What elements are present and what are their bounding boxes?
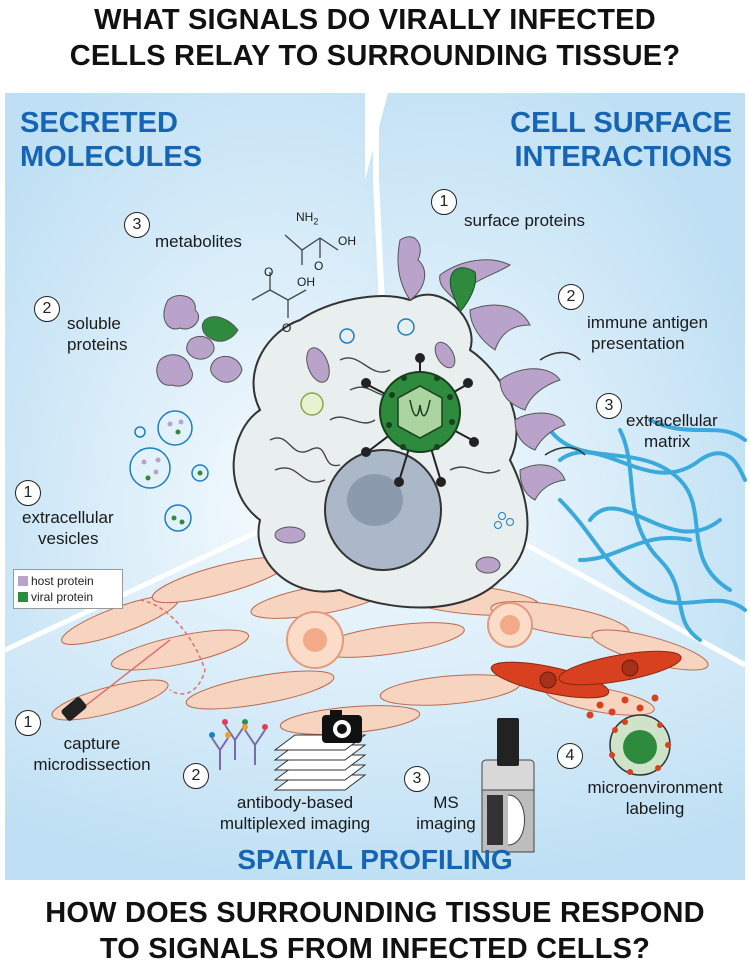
surface-proteins-number: 1 bbox=[431, 189, 457, 215]
soluble-proteins-line-1: soluble bbox=[67, 314, 121, 333]
surface-title-line-1: CELL SURFACE bbox=[510, 107, 732, 139]
vesicles-line-2: vesicles bbox=[38, 529, 99, 548]
footer-line-1: HOW DOES SURROUNDING TISSUE RESPOND bbox=[45, 897, 705, 929]
extracellular-vesicles bbox=[129, 410, 209, 532]
extracellular-matrix bbox=[548, 418, 747, 642]
microenvironment-number: 4 bbox=[557, 743, 583, 769]
ecm-line-2: matrix bbox=[644, 432, 691, 451]
surface-proteins-label: surface proteins bbox=[464, 211, 585, 230]
surface-title-line-2: INTERACTIONS bbox=[514, 141, 733, 173]
legend-viral: viral protein bbox=[18, 589, 118, 605]
antigen-label: immune antigen presentation bbox=[587, 312, 708, 354]
virus-icon bbox=[361, 353, 479, 487]
antigen-line-2: presentation bbox=[591, 334, 685, 353]
camera-icon bbox=[322, 710, 362, 743]
antibody-icon bbox=[209, 719, 268, 770]
ms-imaging-number: 3 bbox=[404, 766, 430, 792]
secreted-title-line-1: SECRETED bbox=[20, 107, 178, 139]
chem-nh2-label: NH2 bbox=[296, 210, 319, 227]
legend-host-label: host protein bbox=[31, 574, 94, 588]
microenvironment-line-2: labeling bbox=[625, 799, 685, 818]
antigen-strand-2 bbox=[544, 446, 586, 456]
antigen-number: 2 bbox=[558, 284, 584, 310]
activated-cells bbox=[490, 650, 682, 719]
header-line-1: WHAT SIGNALS DO VIRALLY INFECTED bbox=[94, 4, 656, 36]
secreted-title: SECRETED MOLECULES bbox=[20, 106, 202, 174]
soluble-proteins-line-2: proteins bbox=[67, 335, 128, 354]
antigen-strand bbox=[539, 351, 581, 361]
vesicles-label: extracellular vesicles bbox=[22, 507, 114, 549]
legend-host: host protein bbox=[18, 573, 118, 589]
ms-imaging-line-2: imaging bbox=[416, 814, 476, 833]
laser-icon bbox=[61, 639, 171, 721]
soluble-proteins-label: soluble proteins bbox=[67, 313, 127, 355]
legend: host protein viral protein bbox=[13, 569, 123, 609]
multiplexed-label: antibody-based multiplexed imaging bbox=[196, 792, 394, 834]
ecm-line-1: extracellular bbox=[626, 411, 718, 430]
ms-instrument-icon bbox=[481, 718, 535, 853]
microdissection-line-2: microdissection bbox=[33, 755, 151, 774]
antigen-line-1: immune antigen bbox=[587, 313, 708, 332]
slide-stack-icon bbox=[273, 734, 367, 791]
ecm-number: 3 bbox=[596, 393, 622, 419]
infected-cell bbox=[232, 293, 529, 609]
secreted-title-line-2: MOLECULES bbox=[20, 141, 203, 173]
footer-question: HOW DOES SURROUNDING TISSUE RESPOND TO S… bbox=[0, 895, 750, 967]
ecm-label: extracellular matrix bbox=[626, 410, 718, 452]
microdissection-line-1: capture bbox=[63, 734, 121, 753]
chem-oh-label-2: OH bbox=[297, 275, 315, 289]
header-line-2: CELLS RELAY TO SURROUNDING TISSUE? bbox=[69, 40, 681, 72]
microdissection-label: capture microdissection bbox=[22, 733, 162, 775]
vesicles-number: 1 bbox=[15, 480, 41, 506]
metabolite-structures bbox=[251, 234, 339, 318]
footer-line-2: TO SIGNALS FROM INFECTED CELLS? bbox=[99, 933, 651, 965]
ms-imaging-label: MS imaging bbox=[411, 792, 481, 834]
legend-viral-label: viral protein bbox=[31, 590, 94, 604]
metabolites-number: 3 bbox=[124, 212, 150, 238]
multiplexed-line-2: multiplexed imaging bbox=[219, 814, 371, 833]
microdissection-number: 1 bbox=[15, 710, 41, 736]
multiplexed-number: 2 bbox=[183, 763, 209, 789]
viral-surface-protein bbox=[449, 267, 477, 313]
surface-title: CELL SURFACE INTERACTIONS bbox=[510, 106, 732, 174]
legend-viral-swatch bbox=[18, 592, 28, 602]
metabolites-label: metabolites bbox=[155, 232, 242, 251]
soluble-proteins-number: 2 bbox=[34, 296, 60, 322]
microenvironment-line-1: microenvironment bbox=[587, 778, 723, 797]
labeled-cell bbox=[609, 714, 671, 776]
dissection-outline bbox=[139, 599, 206, 695]
microenvironment-label: microenvironment labeling bbox=[570, 777, 740, 819]
chem-o-label: O bbox=[314, 259, 324, 273]
chem-o-label-2: O bbox=[264, 265, 274, 279]
vesicles-line-1: extracellular bbox=[22, 508, 114, 527]
multiplexed-line-1: antibody-based bbox=[236, 793, 354, 812]
legend-host-swatch bbox=[18, 576, 28, 586]
chem-o-label-3: O bbox=[282, 321, 292, 335]
chem-oh-label: OH bbox=[338, 234, 356, 248]
ms-imaging-line-1: MS bbox=[433, 793, 459, 812]
soluble-proteins bbox=[156, 295, 243, 387]
header-question: WHAT SIGNALS DO VIRALLY INFECTED CELLS R… bbox=[0, 2, 750, 74]
spatial-title: SPATIAL PROFILING bbox=[237, 844, 513, 875]
